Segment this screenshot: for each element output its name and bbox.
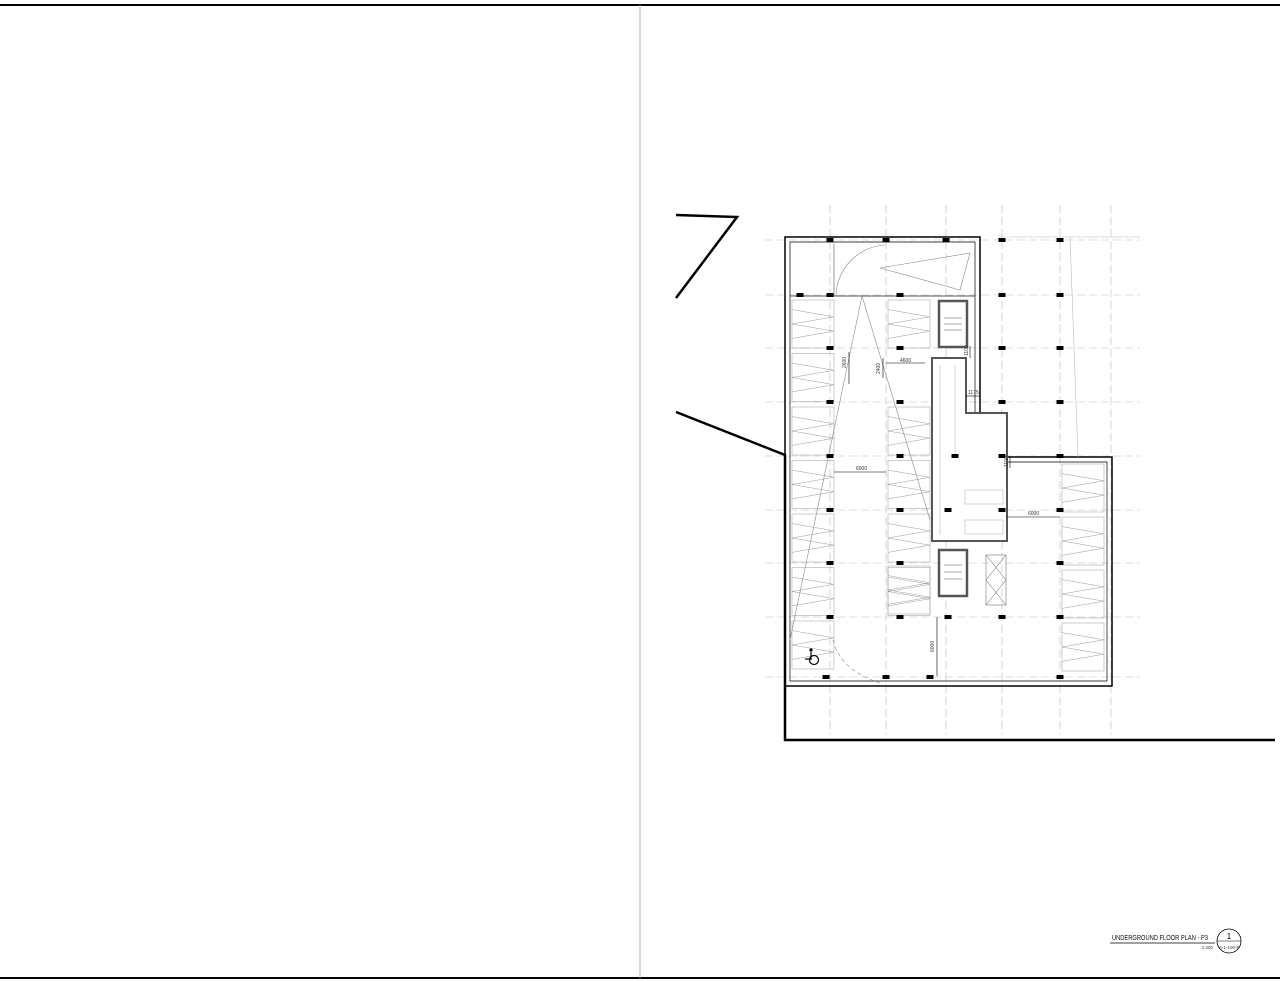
stall-marking xyxy=(887,575,931,605)
column xyxy=(998,508,1006,512)
building-outline xyxy=(784,236,1140,687)
stall-marking xyxy=(1061,579,1105,609)
column xyxy=(944,508,952,512)
column xyxy=(1056,561,1064,565)
column xyxy=(926,675,934,679)
stall-marking xyxy=(791,523,835,553)
stall-marking xyxy=(791,416,835,446)
dimension-label: 6000 xyxy=(1028,511,1039,517)
column xyxy=(998,346,1006,350)
column xyxy=(998,238,1006,242)
dimension-label: 4600 xyxy=(900,358,911,364)
column xyxy=(1056,238,1064,242)
parking-stall xyxy=(1061,622,1105,672)
stall-marking xyxy=(791,362,835,393)
parking-stall xyxy=(791,513,835,563)
column xyxy=(826,400,834,404)
column xyxy=(1056,293,1064,297)
column xyxy=(1056,346,1064,350)
column xyxy=(998,454,1006,458)
column xyxy=(822,675,830,679)
detail-number: 1 xyxy=(1227,932,1232,941)
column xyxy=(1056,615,1064,619)
dimension-lines xyxy=(834,346,1060,676)
parking-stall xyxy=(887,567,931,616)
stall-marking xyxy=(1061,473,1105,503)
column xyxy=(826,508,834,512)
column xyxy=(896,561,904,565)
column xyxy=(896,454,904,458)
sheet-reference: A-1-100-8 xyxy=(1219,945,1240,950)
column xyxy=(826,615,834,619)
parking-stall xyxy=(791,460,835,509)
stall-marking xyxy=(887,469,931,500)
column xyxy=(998,400,1006,404)
column xyxy=(896,293,904,297)
parking-stall xyxy=(887,565,931,615)
column xyxy=(1056,508,1064,512)
parking-stall xyxy=(791,353,835,402)
column xyxy=(944,615,952,619)
column xyxy=(998,615,1006,619)
stall-marking xyxy=(1061,526,1105,556)
column xyxy=(1056,675,1064,679)
structural-columns xyxy=(796,238,1064,679)
parking-stall xyxy=(1061,569,1105,619)
elevator-shaft xyxy=(985,554,1007,606)
column xyxy=(826,454,834,458)
dimension-label: 6000 xyxy=(930,641,936,652)
column xyxy=(942,238,950,242)
dimension-label: 1100 xyxy=(1004,456,1010,467)
parking-stall xyxy=(887,299,931,349)
parking-stall xyxy=(791,299,835,349)
column xyxy=(826,346,834,350)
parking-stall xyxy=(887,406,931,456)
column xyxy=(796,293,804,297)
parking-stall xyxy=(791,567,835,616)
column xyxy=(1056,454,1064,458)
drawing-scale: 1:200 xyxy=(1202,945,1214,950)
dimension-label: 6000 xyxy=(856,466,867,472)
column xyxy=(1056,400,1064,404)
column xyxy=(896,400,904,404)
drawing-title-block: UNDERGROUND FLOOR PLAN - P3 1:200 1 A-1-… xyxy=(1110,928,1242,954)
column xyxy=(826,561,834,565)
dimension-label: 2400 xyxy=(876,363,882,374)
dimension-label: 2600 xyxy=(842,357,848,368)
column xyxy=(826,238,834,242)
stall-marking xyxy=(887,523,931,553)
column xyxy=(951,454,959,458)
drawing-title: UNDERGROUND FLOOR PLAN - P3 xyxy=(1112,935,1208,942)
parking-stall xyxy=(791,406,835,456)
stall-marking xyxy=(791,576,835,607)
ramp xyxy=(789,244,975,684)
stall-marking xyxy=(791,630,835,660)
parking-stall xyxy=(887,460,931,509)
column xyxy=(882,238,890,242)
column xyxy=(896,615,904,619)
stall-marking xyxy=(887,416,931,446)
parking-stall xyxy=(1061,463,1105,513)
column xyxy=(998,293,1006,297)
dimension-label: 1100 xyxy=(964,345,970,356)
parking-stall xyxy=(887,513,931,563)
stall-marking xyxy=(791,469,835,500)
parking-stall xyxy=(1061,516,1105,566)
stair-core-north xyxy=(937,299,969,349)
stall-marking xyxy=(887,576,931,607)
column xyxy=(882,675,890,679)
column xyxy=(896,346,904,350)
parking-stall xyxy=(791,620,835,670)
stall-marking xyxy=(791,309,835,339)
column xyxy=(826,293,834,297)
column xyxy=(896,508,904,512)
wheelchair-icon xyxy=(805,648,820,666)
stall-marking xyxy=(887,309,931,339)
stair-core-south xyxy=(937,548,969,598)
dimension-label: 1175 xyxy=(968,390,979,396)
parking-stalls xyxy=(791,299,1105,672)
corridor-core xyxy=(931,357,1008,542)
stall-marking xyxy=(1061,632,1105,662)
